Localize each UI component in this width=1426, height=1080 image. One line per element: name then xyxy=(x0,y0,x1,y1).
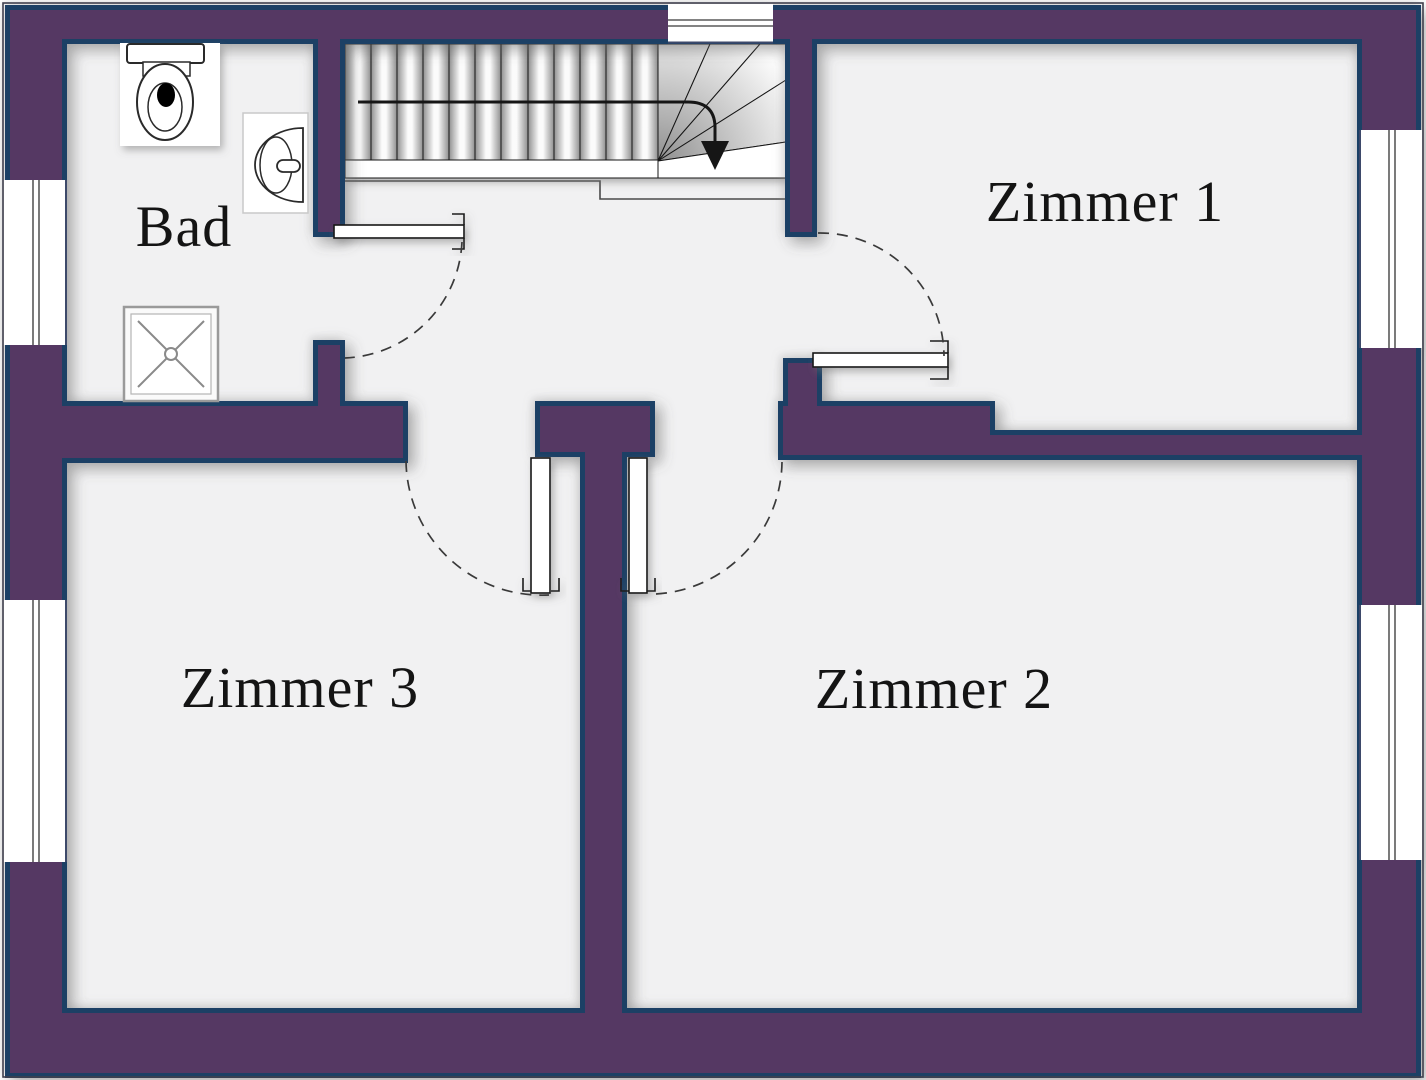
walls xyxy=(4,4,1422,1078)
wall-zimmer1-zimmer2-thick xyxy=(783,406,990,455)
toilet-icon xyxy=(120,43,220,146)
wall-zimmer3-zimmer2 xyxy=(585,452,622,1013)
door-swing-zimmer1 xyxy=(817,232,945,357)
stair-down-arrow-icon xyxy=(701,141,729,170)
window-right-upper xyxy=(1359,130,1422,348)
stair-walk-line xyxy=(358,100,717,142)
stair-winder xyxy=(657,43,787,179)
windows xyxy=(4,4,1422,862)
wall-hall-zimmer1-stub xyxy=(788,363,817,406)
door-swing-bad xyxy=(344,241,463,359)
window-top xyxy=(668,4,773,44)
door-zimmer3 xyxy=(522,457,560,594)
stair-bottom-step xyxy=(344,159,659,179)
room-label-zimmer-3: Zimmer 3 xyxy=(181,655,419,720)
room-labels: Bad Zimmer 1 Zimmer 2 Zimmer 3 xyxy=(136,169,1224,721)
exterior-wall-left xyxy=(10,10,62,1073)
room-label-zimmer-2: Zimmer 2 xyxy=(815,656,1053,721)
window-left-upper xyxy=(4,180,67,345)
wall-bad-hall-upper xyxy=(318,10,340,232)
window-right-lower xyxy=(1359,605,1422,860)
staircase xyxy=(344,43,787,179)
room-label-zimmer-1: Zimmer 1 xyxy=(986,169,1224,234)
wall-bad-zimmer3 xyxy=(10,406,403,458)
door-swing-zimmer2 xyxy=(655,461,783,595)
wall-zimmer1-zimmer2-thin xyxy=(990,435,1362,455)
wall-bad-hall-stub xyxy=(318,345,340,406)
shower-tray-icon xyxy=(122,305,220,403)
doors xyxy=(333,213,949,597)
door-zimmer1 xyxy=(812,340,949,380)
washbasin-icon xyxy=(242,112,309,214)
landing-edge-line xyxy=(345,180,786,200)
bathroom-fixtures xyxy=(120,43,309,403)
wall-hall-zimmer1-upper xyxy=(790,10,812,232)
exterior-wall-bottom xyxy=(10,1013,1416,1073)
door-zimmer2 xyxy=(620,457,656,594)
door-bad xyxy=(333,213,465,250)
window-left-lower xyxy=(4,600,67,862)
wall-center-block xyxy=(540,406,650,452)
room-label-bad: Bad xyxy=(136,194,232,259)
